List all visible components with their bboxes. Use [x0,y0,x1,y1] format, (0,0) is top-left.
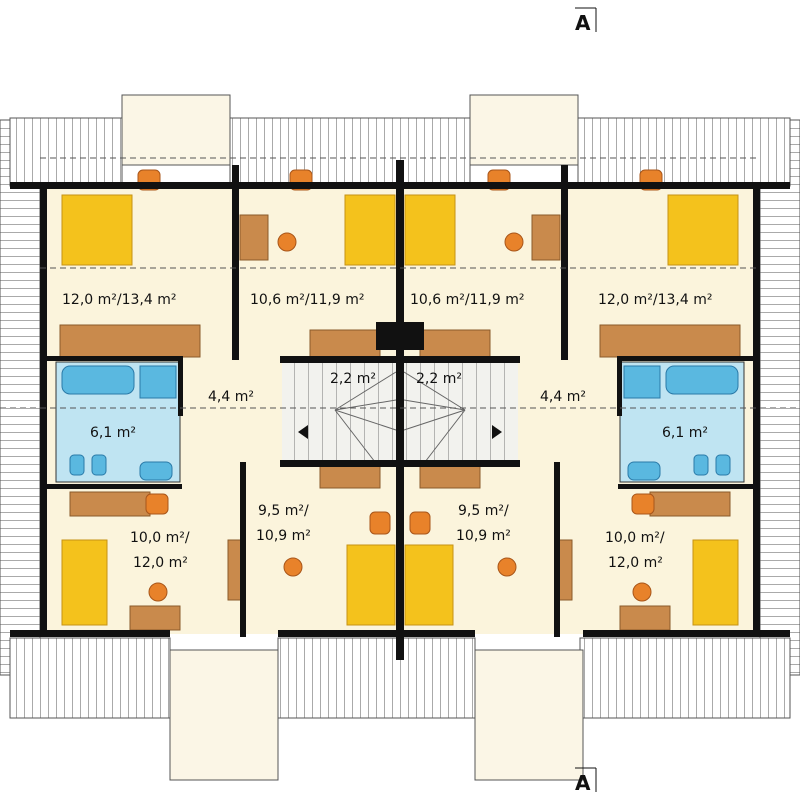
furniture [59,214,741,631]
room-area-label: 10,0 m²/ [130,530,190,546]
room-area-label: 2,2 m² [416,371,462,387]
room-area-label: 10,9 m² [256,528,311,544]
stairwell-right [404,362,518,462]
stairwell-left [282,362,396,462]
room-area-label: 9,5 m²/ [258,503,309,519]
room-area-label: 10,6 m²/11,9 m² [250,292,364,308]
roof-hatch [0,117,800,719]
room-area-label: 12,0 m²/13,4 m² [598,292,712,308]
room-area-label: 10,6 m²/11,9 m² [410,292,524,308]
room-area-label: 9,5 m²/ [458,503,509,519]
balconies [121,94,584,781]
room-area-label: 12,0 m² [133,555,188,571]
beds [61,194,739,626]
room-area-label: 6,1 m² [90,425,136,441]
room-area-label: 4,4 m² [540,389,586,405]
room-area-label: 12,0 m² [608,555,663,571]
room-area-label: 4,4 m² [208,389,254,405]
section-marker-top: A [575,7,597,35]
section-marker-bottom-label: A [575,771,591,795]
walls [10,160,790,660]
room-area-label: 10,9 m² [456,528,511,544]
bath-fixtures [61,365,739,481]
room-area-label: 6,1 m² [662,425,708,441]
stair-arrow-right [492,425,502,439]
section-line [0,157,800,409]
section-marker-bottom: A [575,767,597,795]
chairs [137,169,663,602]
section-marker-top-label: A [575,11,591,35]
room-area-label: 10,0 m²/ [605,530,665,546]
room-area-label: 12,0 m²/13,4 m² [62,292,176,308]
stair-arrow-left [298,425,308,439]
room-area-label: 2,2 m² [330,371,376,387]
